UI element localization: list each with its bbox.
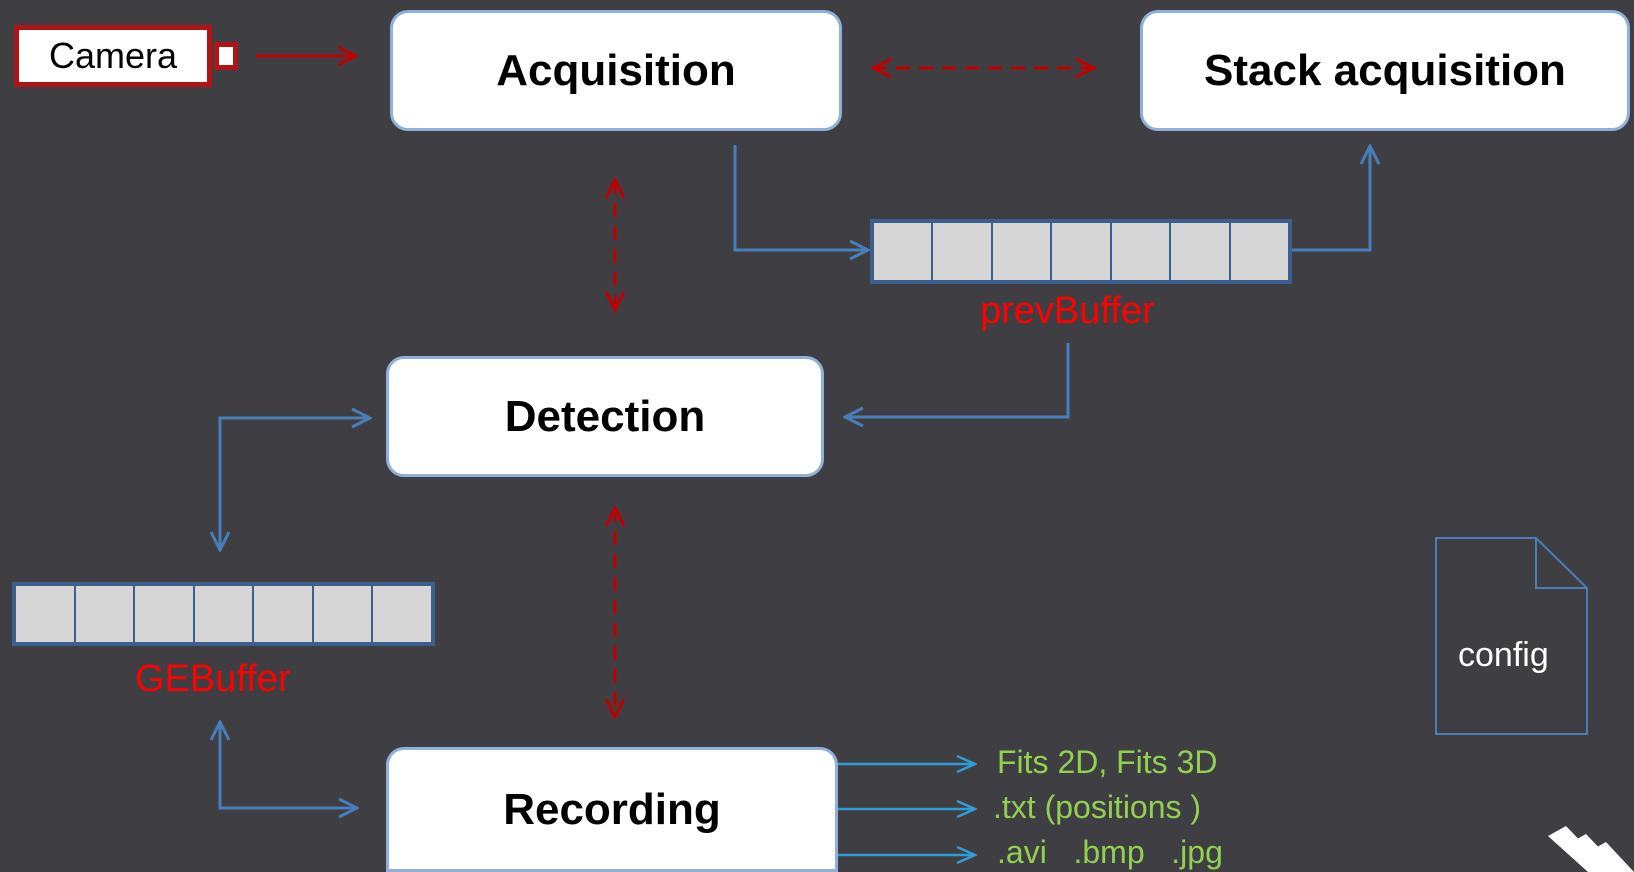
buffer-cell <box>373 586 432 642</box>
ge-buffer-label: GEBuffer <box>135 658 291 700</box>
buffer-cell <box>1230 223 1288 280</box>
stack-acquisition-module: Stack acquisition <box>1140 10 1630 131</box>
camera-label: Camera <box>48 35 178 76</box>
detection-module: Detection <box>386 356 824 477</box>
buffer-cell <box>1171 223 1229 280</box>
document-icon <box>1435 537 1588 735</box>
config-label: config <box>1458 636 1549 674</box>
buffer-cell <box>933 223 991 280</box>
buffer-cell <box>874 223 932 280</box>
ge-buffer <box>12 582 435 646</box>
buffer-cell <box>992 223 1051 280</box>
recording-module: Recording <box>386 747 838 872</box>
logo-stripes-icon <box>1548 826 1634 872</box>
output-media: .avi .bmp .jpg <box>997 834 1223 870</box>
buffer-cell <box>75 586 134 642</box>
recording-label: Recording <box>503 784 721 834</box>
detection-label: Detection <box>504 391 706 441</box>
output-txt: .txt (positions ) <box>993 789 1202 825</box>
detection-gebuffer-arrow <box>220 418 370 550</box>
stack-acquisition-label: Stack acquisition <box>1204 45 1566 95</box>
buffer-cell <box>16 586 74 642</box>
buffer-cell <box>1111 223 1170 280</box>
acquisition-to-prevbuffer-arrow <box>733 145 868 250</box>
buffer-cell <box>313 586 372 642</box>
gebuffer-recording-arrow <box>220 722 357 808</box>
output-fits: Fits 2D, Fits 3D <box>997 744 1218 780</box>
prev-buffer-label: prevBuffer <box>980 290 1155 332</box>
buffer-cell <box>194 586 253 642</box>
buffer-cell <box>254 586 312 642</box>
acquisition-module: Acquisition <box>390 10 842 131</box>
buffer-cell <box>135 586 193 642</box>
camera-source: Camera <box>14 25 212 87</box>
acquisition-label: Acquisition <box>496 45 736 95</box>
camera-port <box>214 42 238 70</box>
prevbuffer-to-detection-arrow <box>845 343 1070 417</box>
prev-buffer <box>870 219 1292 284</box>
buffer-cell <box>1052 223 1110 280</box>
prevbuffer-to-stack-arrow <box>1292 146 1370 252</box>
